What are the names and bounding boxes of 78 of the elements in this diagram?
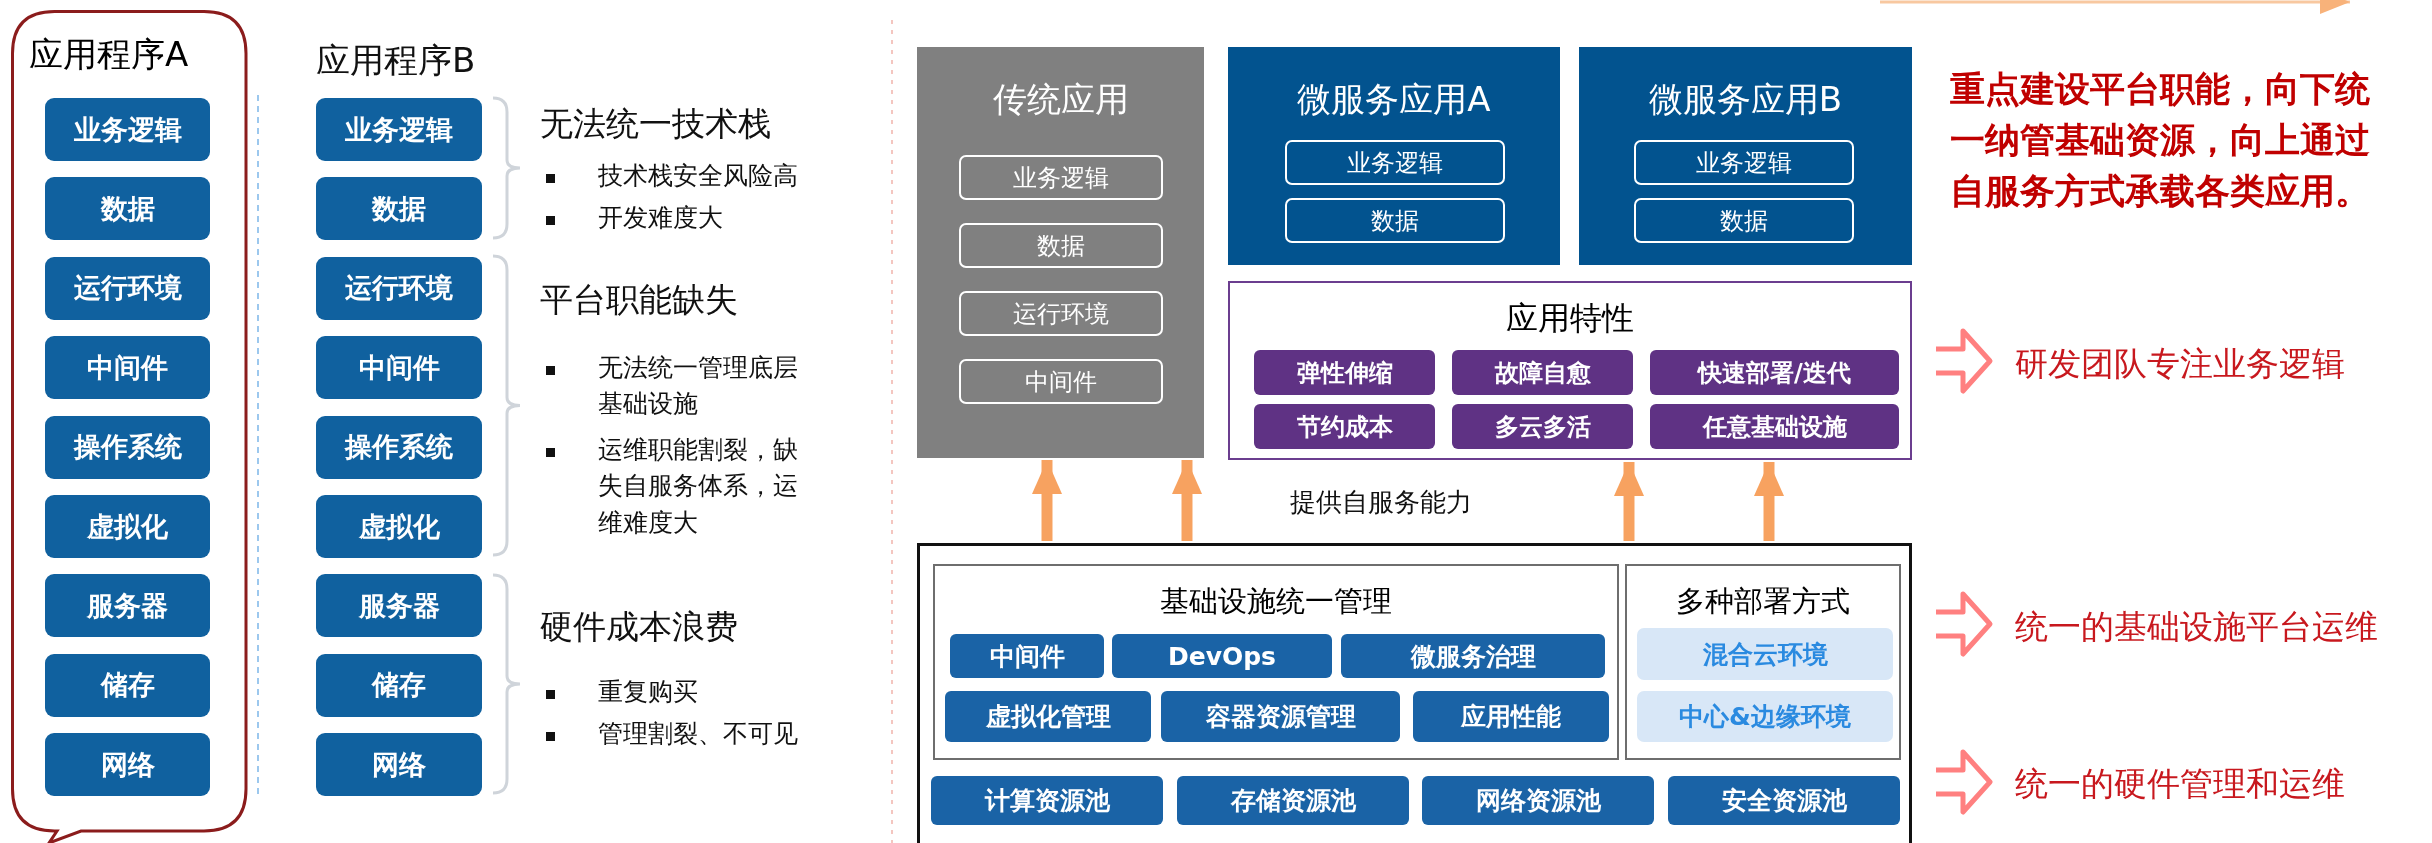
capability-box: 中间件 xyxy=(950,634,1104,678)
group-panel xyxy=(1625,564,1901,760)
summary-text: 重点建设平台职能，向下统一纳管基础资源，向上通过自服务方式承载各类应用。 xyxy=(1950,68,2371,213)
capability-box: 应用性能 xyxy=(1413,691,1609,742)
layer-box: 服务器 xyxy=(316,574,482,638)
layer-box: 操作系统 xyxy=(45,415,210,479)
capability-box: 存储资源池 xyxy=(1177,776,1409,825)
layer-box: 业务逻辑 xyxy=(1634,140,1854,185)
layer-box: 虚拟化 xyxy=(45,495,210,558)
layer-box: 运行环境 xyxy=(316,256,482,320)
capability-box: 计算资源池 xyxy=(931,776,1163,825)
feature-tag: 节约成本 xyxy=(1254,404,1435,449)
panel-title: 微服务应用B xyxy=(1647,78,1844,121)
deployment-box: 中心&边缘环境 xyxy=(1637,691,1893,742)
speech-bubble xyxy=(11,10,249,843)
feature-tag: 故障自愈 xyxy=(1452,350,1633,395)
layer-box: 业务逻辑 xyxy=(316,98,482,161)
layer-box: 数据 xyxy=(1634,198,1854,243)
layer-box: 业务逻辑 xyxy=(959,155,1163,200)
feature-panel xyxy=(1228,281,1912,460)
arrow xyxy=(1614,462,1644,541)
panel-title: 传统应用 xyxy=(991,78,1130,121)
column-title: 应用程序B xyxy=(316,39,477,82)
heading: 无法统一技术栈 xyxy=(540,103,772,145)
heading: 硬件成本浪费 xyxy=(540,606,739,648)
layer-box: 运行环境 xyxy=(959,291,1163,336)
layer-box: 业务逻辑 xyxy=(45,98,210,161)
panel-title: 应用特性 xyxy=(1505,298,1635,339)
feature-tag: 弹性伸缩 xyxy=(1254,350,1435,395)
platform-box xyxy=(917,543,1912,843)
feature-tag: 任意基础设施 xyxy=(1650,404,1899,449)
layer-box: 数据 xyxy=(959,223,1163,268)
deployment-box: 混合云环境 xyxy=(1637,628,1893,680)
arrow xyxy=(1754,462,1784,541)
capability-box: DevOps xyxy=(1112,634,1332,678)
layer-box: 储存 xyxy=(45,653,210,717)
arrow xyxy=(1172,460,1202,541)
bullet-item: 开发难度大 xyxy=(540,200,808,237)
app-panel xyxy=(917,47,1204,458)
feature-tag: 多云多活 xyxy=(1452,404,1633,449)
note-text: 提供自服务能力 xyxy=(1290,486,1473,519)
bullet-item: 重复购买 xyxy=(540,674,808,711)
capability-box: 容器资源管理 xyxy=(1161,691,1400,742)
heading: 平台职能缺失 xyxy=(540,279,739,321)
benefit-text: 研发团队专注业务逻辑 xyxy=(2015,343,2346,385)
panel-title: 应用程序A xyxy=(29,33,190,76)
layer-box: 网络 xyxy=(316,733,482,797)
capability-box: 安全资源池 xyxy=(1668,776,1900,825)
arrow xyxy=(1032,460,1062,541)
panel-title: 多种部署方式 xyxy=(1675,583,1851,620)
capability-box: 网络资源池 xyxy=(1422,776,1654,825)
feature-tag: 快速部署/迭代 xyxy=(1650,350,1899,395)
bullet-item: 无法统一管理底层基础设施 xyxy=(540,350,808,423)
layer-box: 中间件 xyxy=(45,336,210,400)
layer-box: 业务逻辑 xyxy=(1285,140,1505,185)
layer-box: 操作系统 xyxy=(316,415,482,479)
layer-box: 数据 xyxy=(1285,198,1505,243)
layer-box: 储存 xyxy=(316,653,482,717)
layer-box: 中间件 xyxy=(959,359,1163,404)
capability-box: 虚拟化管理 xyxy=(945,691,1151,742)
panel-title: 微服务应用A xyxy=(1296,78,1492,121)
layer-box: 数据 xyxy=(316,177,482,241)
layer-box: 中间件 xyxy=(316,336,482,400)
bullet-item: 运维职能割裂，缺失自服务体系，运维难度大 xyxy=(540,432,808,541)
bullet-item: 技术栈安全风险高 xyxy=(540,158,808,195)
capability-box: 微服务治理 xyxy=(1341,634,1605,678)
panel-title: 基础设施统一管理 xyxy=(1159,583,1393,620)
layer-box: 服务器 xyxy=(45,574,210,638)
layer-box: 运行环境 xyxy=(45,256,210,320)
layer-box: 数据 xyxy=(45,177,210,241)
benefit-text: 统一的硬件管理和运维 xyxy=(2015,763,2346,805)
app-panel xyxy=(1579,47,1912,265)
benefit-text: 统一的基础设施平台运维 xyxy=(2015,606,2379,648)
group-panel xyxy=(933,564,1619,760)
app-panel xyxy=(1228,47,1560,265)
layer-box: 虚拟化 xyxy=(316,495,482,558)
layer-box: 网络 xyxy=(45,733,210,797)
bullet-item: 管理割裂、不可见 xyxy=(540,716,808,753)
